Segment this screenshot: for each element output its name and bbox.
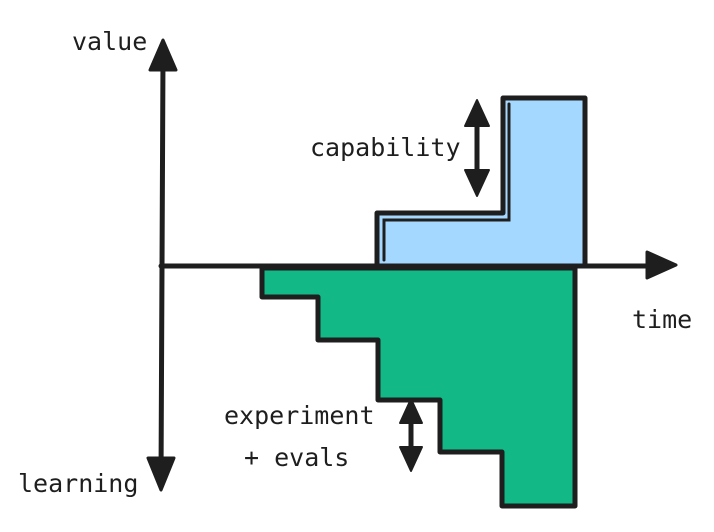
capability-label: capability	[310, 133, 461, 162]
experiment-label-line2: + evals	[244, 443, 349, 472]
capability-inner-step	[382, 102, 511, 262]
learning-area	[259, 265, 578, 509]
learning-axis-label: learning	[18, 469, 138, 498]
time-axis-label: time	[632, 305, 692, 334]
time-arrow-right-icon	[645, 250, 678, 280]
learning-arrow-down-icon	[146, 456, 176, 492]
value-axis-label: value	[72, 27, 147, 56]
experiment-label-line1: experiment	[224, 401, 375, 430]
capability-double-arrow-icon	[464, 99, 490, 197]
experiment-double-arrow-icon	[399, 398, 423, 472]
value-arrow-up-icon	[148, 38, 178, 72]
